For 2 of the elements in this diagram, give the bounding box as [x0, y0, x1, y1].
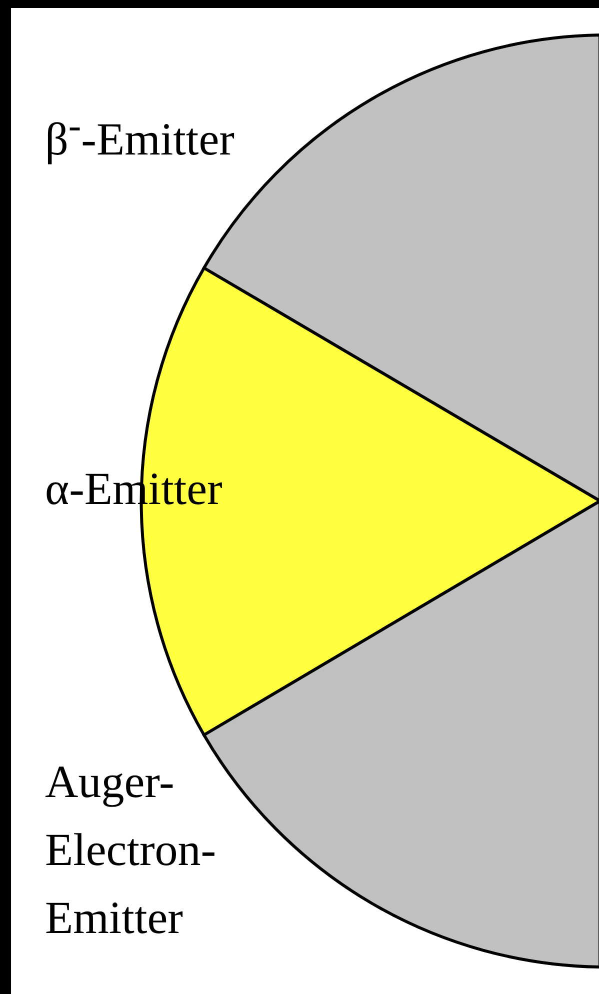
sector-label: β$^{-}$-Emitter — [45, 104, 234, 166]
sector-label: Auger-Electron-Emitter — [45, 755, 218, 945]
